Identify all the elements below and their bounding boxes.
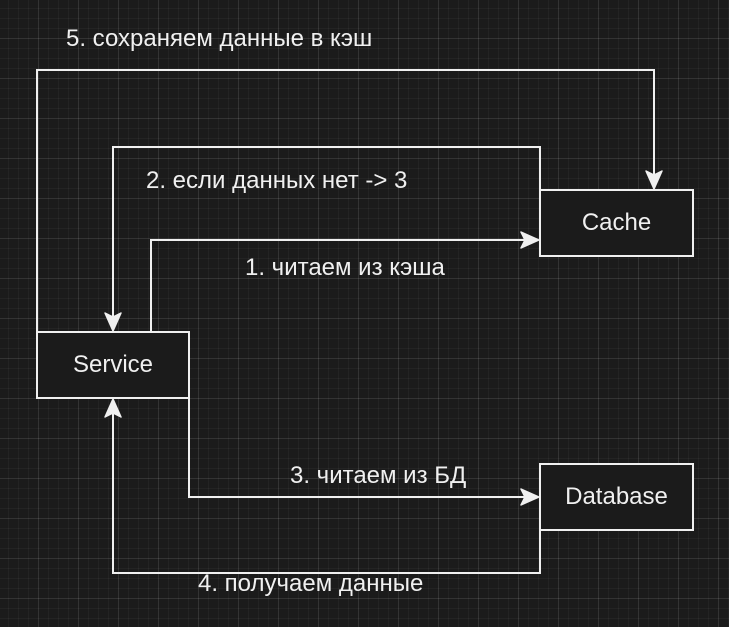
edge-5-arrowhead [645, 170, 663, 190]
edge-1-line [150, 239, 528, 332]
edge-5-label: 5. сохраняем данные в кэш [66, 25, 373, 52]
edge-3-label: 3. читаем из БД [290, 462, 467, 489]
edge-3-line [188, 398, 528, 498]
cache-node-label: Cache [581, 209, 652, 236]
edge-2-label: 2. если данных нет -> 3 [146, 167, 408, 194]
edge-4-arrowhead [104, 398, 122, 418]
service-node-label: Service [72, 351, 154, 378]
edge-1-label: 1. читаем из кэша [245, 254, 445, 281]
cache-node[interactable]: Cache [539, 189, 694, 257]
database-node-label: Database [565, 483, 668, 510]
edge-2-line [112, 146, 541, 320]
service-node[interactable]: Service [36, 331, 190, 399]
edge-4-line [112, 410, 541, 574]
edge-4-label: 4. получаем данные [198, 570, 424, 597]
edge-3-arrowhead [520, 488, 540, 506]
database-node[interactable]: Database [539, 463, 694, 531]
edge-5-line [36, 69, 655, 332]
edge-2-arrowhead [104, 312, 122, 332]
edge-1-arrowhead [520, 231, 540, 249]
